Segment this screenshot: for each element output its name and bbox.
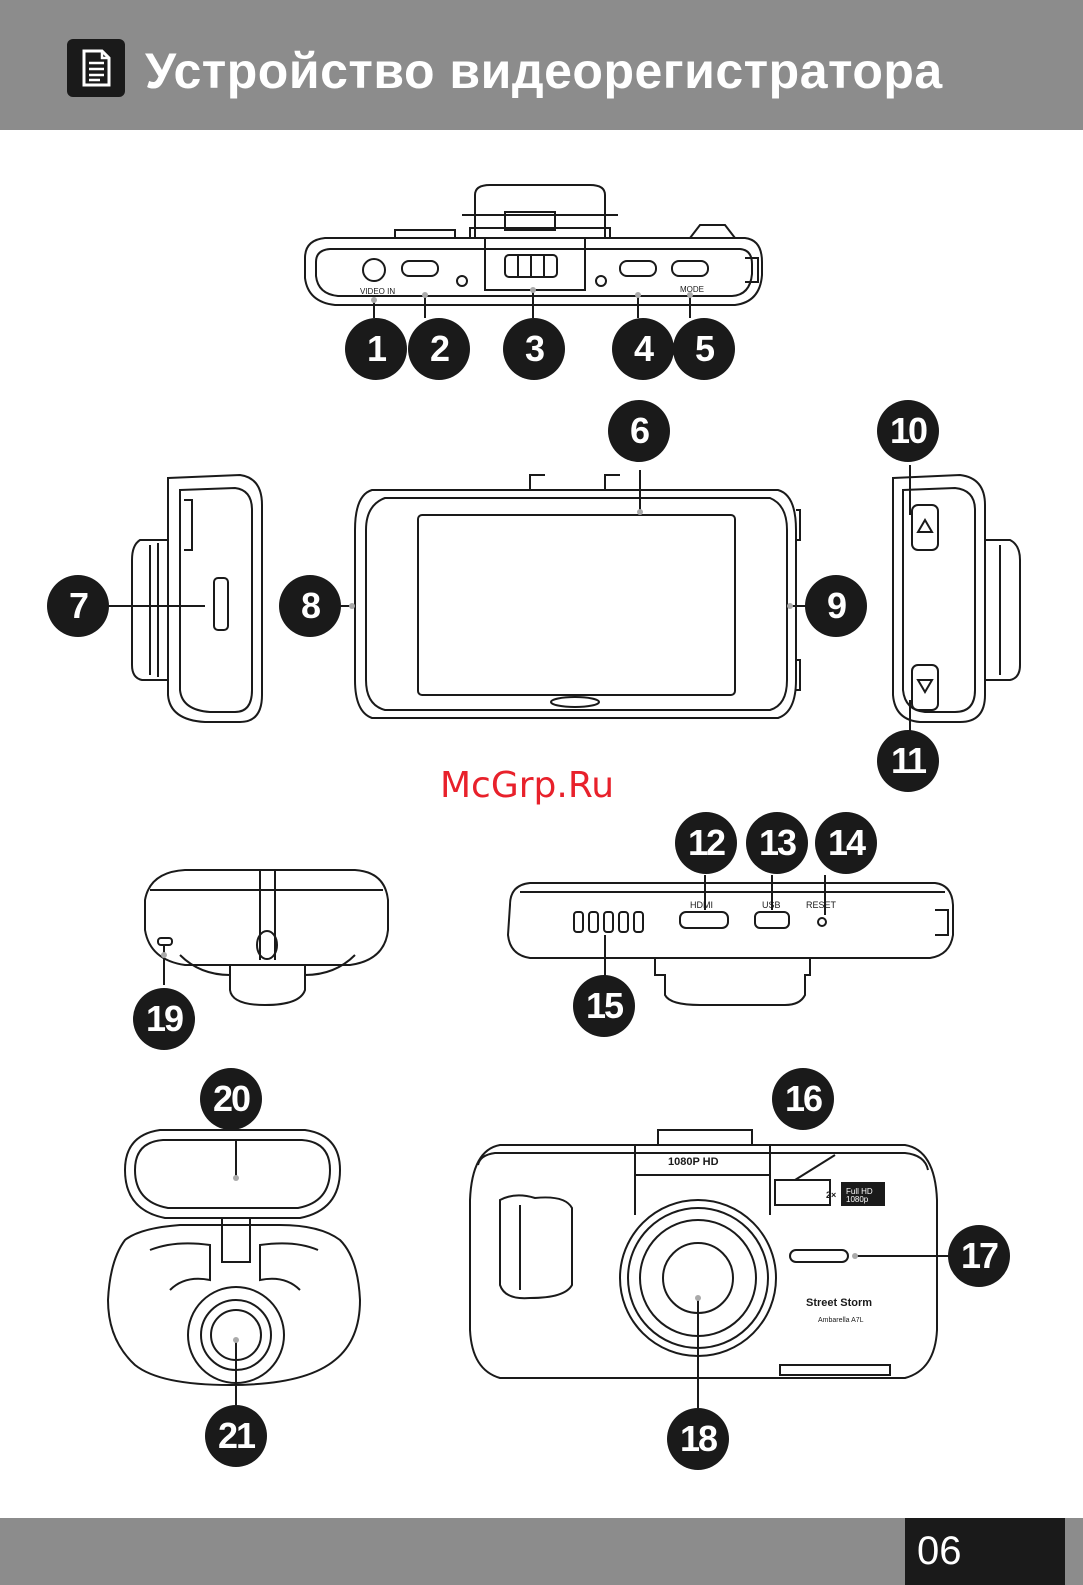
lens-hd-label: 1080P HD <box>668 1156 719 1168</box>
callout-9: 9 <box>805 575 867 637</box>
front-screen-drawing <box>338 470 806 718</box>
callout-1: 1 <box>345 318 407 380</box>
left-side-drawing <box>90 475 262 722</box>
callout-10: 10 <box>877 400 939 462</box>
callout-3: 3 <box>503 318 565 380</box>
mount-drawing <box>108 1130 360 1405</box>
rear-view-drawing <box>470 1130 955 1408</box>
bottom-view-drawing <box>145 870 388 1005</box>
callout-15: 15 <box>573 975 635 1037</box>
callout-4: 4 <box>612 318 674 380</box>
callout-21: 21 <box>205 1405 267 1467</box>
ports-view-drawing <box>508 875 953 1005</box>
zoom-label: 2× <box>826 1190 836 1200</box>
callout-17: 17 <box>948 1225 1010 1287</box>
callout-20: 20 <box>200 1068 262 1130</box>
resolution-label: 1080p <box>846 1195 869 1204</box>
callout-14: 14 <box>815 812 877 874</box>
callout-2: 2 <box>408 318 470 380</box>
watermark: McGrp.Ru <box>440 765 614 806</box>
chip-label: Ambarella A7L <box>818 1317 864 1324</box>
callout-7: 7 <box>47 575 109 637</box>
video-in-label: VIDEO IN <box>360 287 395 296</box>
callout-19: 19 <box>133 988 195 1050</box>
page-number: 06 <box>905 1518 1065 1585</box>
callout-8: 8 <box>279 575 341 637</box>
usb-label: USB <box>762 900 781 910</box>
brand-label: Street Storm <box>806 1297 872 1309</box>
callout-13: 13 <box>746 812 808 874</box>
top-view-drawing <box>305 185 762 318</box>
right-side-drawing <box>893 465 1020 740</box>
callout-16: 16 <box>772 1068 834 1130</box>
hdmi-label: HDMI <box>690 900 713 910</box>
callout-11: 11 <box>877 730 939 792</box>
callout-6: 6 <box>608 400 670 462</box>
callout-12: 12 <box>675 812 737 874</box>
mode-label: MODE <box>680 285 704 294</box>
callout-18: 18 <box>667 1408 729 1470</box>
callout-5: 5 <box>673 318 735 380</box>
reset-label: RESET <box>806 900 837 910</box>
